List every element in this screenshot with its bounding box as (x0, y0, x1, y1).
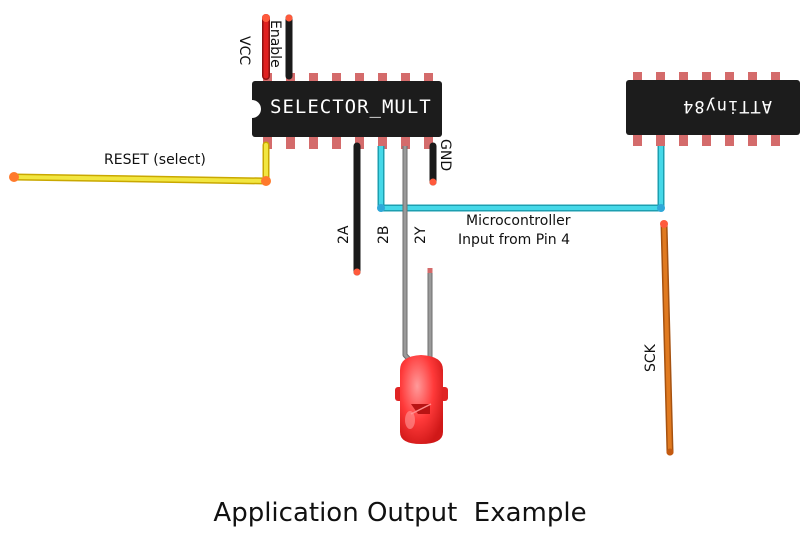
vcc-label: VCC (236, 36, 252, 65)
pin-2a-label: 2A (336, 225, 352, 244)
attiny-chip-label: ATTiny84 (682, 96, 772, 116)
sck-wire-bottom-endpoint (666, 448, 674, 456)
led-cathode-lead[interactable] (427, 268, 433, 372)
reset-wire-endpoint (9, 172, 19, 182)
wire-2b-bend (377, 204, 385, 212)
gnd-label: GND (437, 139, 453, 171)
gnd-wire-endpoint (429, 178, 437, 186)
pin-2b-label: 2B (376, 225, 392, 244)
attiny84-chip[interactable]: ATTiny84 (626, 72, 800, 146)
attiny-chip-body (626, 80, 800, 135)
attiny-top-pins (633, 72, 780, 82)
gnd-wire[interactable] (429, 142, 437, 186)
wire-2a[interactable] (353, 142, 361, 276)
selector-mult-chip[interactable]: SELECTOR_MULT (252, 73, 442, 149)
led-cathode-lead-tip (427, 268, 433, 273)
diagram-caption: Application Output Example (213, 498, 587, 528)
sck-wire[interactable] (660, 220, 674, 456)
sck-wire-top-endpoint (660, 220, 668, 228)
reset-label: RESET (select) (104, 152, 206, 168)
enable-wire-endpoint (285, 14, 293, 22)
selector-chip-body (252, 81, 442, 137)
wire-2b-to-microcontroller[interactable] (377, 146, 665, 212)
led-dome (400, 355, 443, 444)
enable-label: Enable (267, 20, 283, 68)
attiny-bottom-pins (633, 134, 780, 146)
selector-chip-label: SELECTOR_MULT (270, 96, 432, 118)
enable-wire[interactable] (285, 14, 293, 80)
vcc-wire-endpoint (262, 14, 270, 22)
microcontroller-label-line1: Microcontroller (466, 213, 571, 229)
red-led[interactable] (395, 355, 448, 444)
vcc-wire[interactable] (262, 14, 270, 80)
reset-wire-bend (261, 176, 271, 186)
wire-2a-endpoint (353, 268, 361, 276)
selector-chip-notch (252, 100, 261, 118)
reset-wire[interactable] (9, 141, 271, 186)
microcontroller-label-line2: Input from Pin 4 (458, 232, 570, 248)
pin-2y-label: 2Y (413, 226, 429, 244)
wire-2y-led-anode[interactable] (402, 146, 423, 374)
sck-label: SCK (643, 343, 659, 372)
led-highlight (405, 411, 415, 429)
wire-2b-junction (657, 204, 665, 212)
